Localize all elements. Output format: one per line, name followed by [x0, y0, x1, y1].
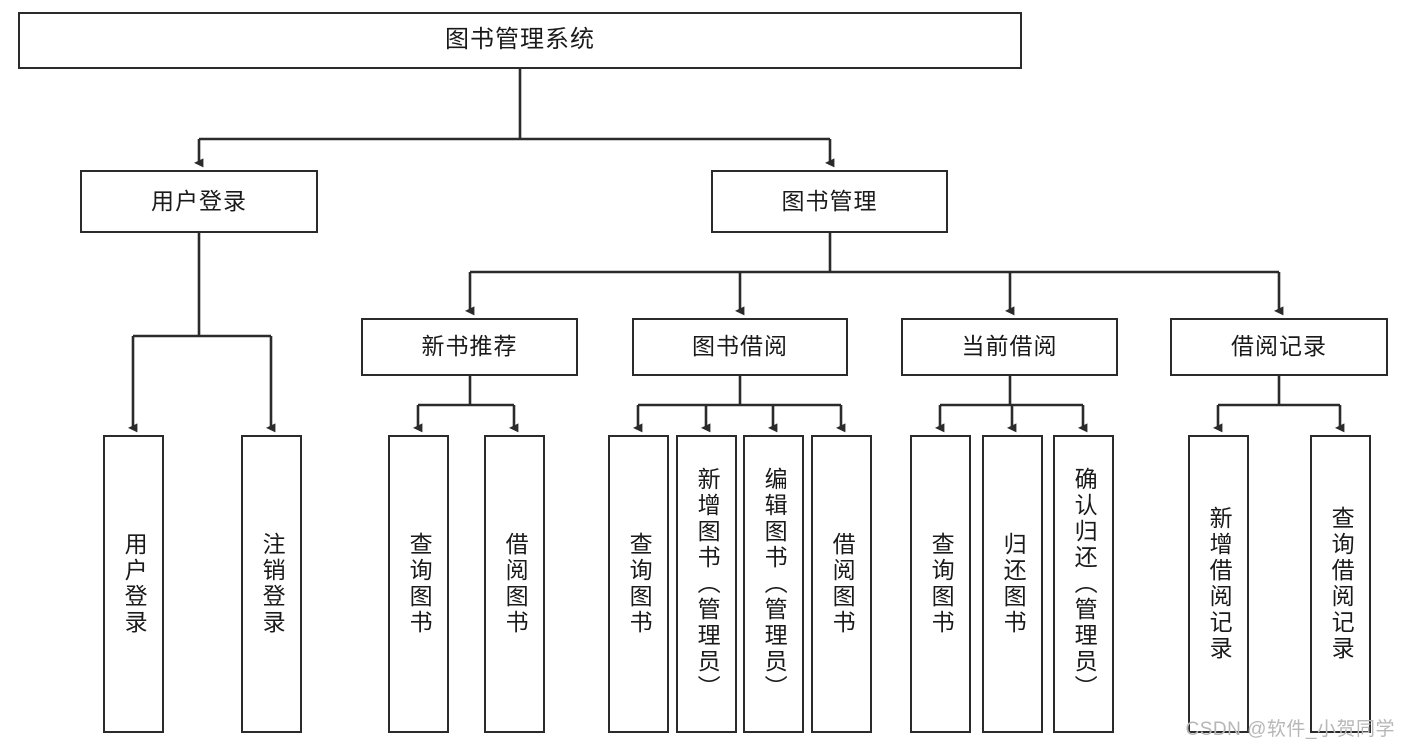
leaf-add-borrow-record-label: 新增借阅记录 [1206, 506, 1233, 662]
leaf-query-book-current[interactable]: 查询图书 [910, 435, 971, 733]
leaf-confirm-return-admin[interactable]: 确认归还（管理员） [1053, 435, 1114, 733]
leaf-add-book-admin[interactable]: 新增图书（管理员） [676, 435, 737, 733]
leaf-borrow-book-recommend-label: 借阅图书 [502, 532, 529, 636]
leaf-query-book-recommend[interactable]: 查询图书 [388, 435, 449, 733]
node-current-borrow[interactable]: 当前借阅 [901, 318, 1118, 376]
leaf-logout[interactable]: 注销登录 [241, 435, 302, 733]
leaf-add-book-admin-label: 新增图书（管理员） [694, 467, 721, 701]
leaf-query-book-borrow[interactable]: 查询图书 [608, 435, 669, 733]
node-book-manage[interactable]: 图书管理 [711, 170, 948, 233]
leaf-query-book-current-label: 查询图书 [928, 532, 955, 636]
leaf-edit-book-admin-label: 编辑图书（管理员） [761, 467, 788, 701]
node-user-login-label: 用户登录 [151, 187, 247, 214]
leaf-user-login[interactable]: 用户登录 [103, 435, 164, 733]
leaf-query-book-borrow-label: 查询图书 [626, 532, 653, 636]
leaf-user-login-label: 用户登录 [121, 532, 148, 636]
leaf-confirm-return-admin-label: 确认归还（管理员） [1071, 467, 1098, 701]
leaf-add-borrow-record[interactable]: 新增借阅记录 [1188, 435, 1249, 733]
node-user-login[interactable]: 用户登录 [80, 170, 318, 233]
leaf-borrow-book-borrow[interactable]: 借阅图书 [811, 435, 872, 733]
node-book-manage-label: 图书管理 [781, 187, 878, 214]
node-new-book-recommend[interactable]: 新书推荐 [361, 318, 578, 376]
leaf-query-borrow-record[interactable]: 查询借阅记录 [1310, 435, 1371, 733]
leaf-edit-book-admin[interactable]: 编辑图书（管理员） [743, 435, 804, 733]
leaf-query-book-recommend-label: 查询图书 [406, 532, 433, 636]
node-book-borrow[interactable]: 图书借阅 [632, 318, 848, 376]
leaf-return-book-label: 归还图书 [1000, 532, 1027, 636]
node-current-borrow-label: 当前借阅 [961, 333, 1058, 360]
node-root[interactable]: 图书管理系统 [18, 12, 1022, 69]
node-book-borrow-label: 图书借阅 [692, 333, 788, 360]
leaf-return-book[interactable]: 归还图书 [982, 435, 1043, 733]
node-root-label: 图书管理系统 [445, 26, 595, 54]
leaf-borrow-book-borrow-label: 借阅图书 [829, 532, 856, 636]
leaf-borrow-book-recommend[interactable]: 借阅图书 [484, 435, 545, 733]
node-new-book-recommend-label: 新书推荐 [421, 333, 518, 360]
node-borrow-record-label: 借阅记录 [1231, 333, 1327, 360]
watermark-text: CSDN @软件_小贺同学 [1185, 719, 1395, 740]
node-borrow-record[interactable]: 借阅记录 [1170, 318, 1388, 376]
leaf-query-borrow-record-label: 查询借阅记录 [1328, 506, 1355, 662]
leaf-logout-label: 注销登录 [259, 532, 286, 636]
